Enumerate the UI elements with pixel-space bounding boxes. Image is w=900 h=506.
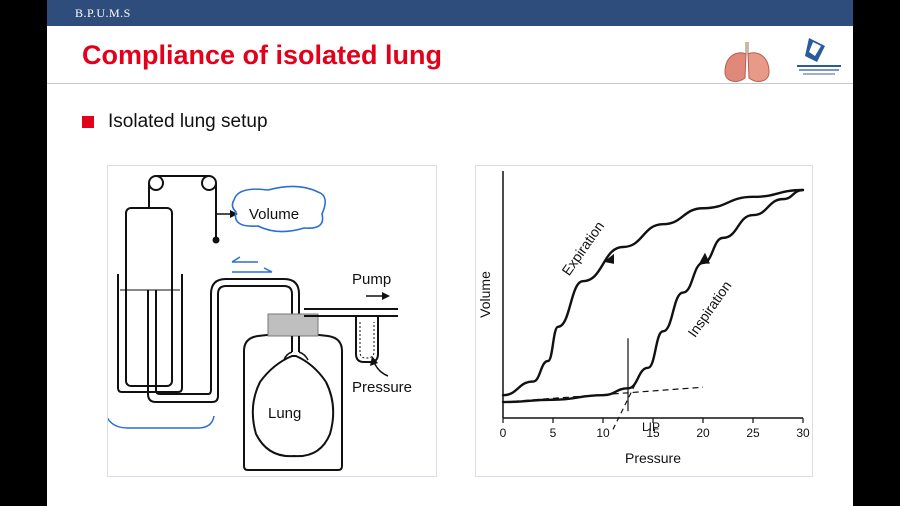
x-tick-label: 0	[500, 426, 507, 440]
x-tick-label: 25	[746, 426, 760, 440]
x-tick-label: 30	[796, 426, 810, 440]
brand-text: B.P.U.M.S	[75, 6, 131, 20]
x-axis-label: Pressure	[625, 450, 681, 466]
x-tick-label: 15	[646, 426, 660, 440]
bullet-square-icon	[82, 116, 94, 128]
logo-area	[717, 32, 847, 86]
ink-circle-volume	[231, 185, 326, 233]
chart-curves	[501, 188, 805, 430]
ink-bracket	[103, 405, 215, 429]
right-pulley-icon	[201, 175, 217, 191]
stopper	[267, 313, 319, 337]
ink-arrow-left	[231, 256, 258, 263]
x-tick-label: 5	[550, 426, 557, 440]
lung-label: Lung	[268, 405, 301, 422]
isolated-lung-setup-diagram: Volume Pump Pressure Lung	[103, 175, 412, 471]
pointer-weight-icon	[212, 236, 220, 244]
title-divider	[47, 83, 853, 84]
left-pulley-icon	[148, 175, 164, 191]
lung-shape	[251, 355, 335, 458]
slide-header-bar: B.P.U.M.S	[47, 0, 853, 26]
university-logo-icon	[797, 38, 841, 75]
slide-title: Compliance of isolated lung	[82, 40, 443, 70]
inspiration-curve	[501, 188, 805, 404]
expiration-arrow-icon	[604, 253, 614, 264]
bell-jar	[243, 317, 343, 471]
y-axis-label: Volume	[477, 271, 493, 318]
ink-arrow-right	[232, 267, 273, 273]
bullet-text: Isolated lung setup	[108, 111, 268, 132]
inspiration-arrow-icon	[699, 252, 710, 264]
x-tick-label: 20	[696, 426, 710, 440]
expiration-curve	[501, 188, 805, 397]
slide: B.P.U.M.S Compliance of isolated lung	[47, 0, 853, 506]
chart-ticks: 0 5 10 15 20 25 30	[500, 418, 810, 440]
pressure-label: Pressure	[352, 379, 412, 396]
pump-label: Pump	[352, 271, 391, 288]
x-tick-label: 10	[596, 426, 610, 440]
inspiration-label: Inspiration	[684, 278, 734, 340]
apparatus-diagram-panel: Volume Pump Pressure Lung	[103, 165, 437, 477]
bullet-item: Isolated lung setup	[82, 111, 268, 133]
lip-label: LIP	[642, 420, 660, 434]
manometer	[355, 316, 379, 363]
lungs-icon	[724, 38, 841, 82]
chart-axes	[502, 171, 803, 419]
volume-label: Volume	[249, 206, 299, 223]
lip-dashed-tangent	[612, 372, 642, 430]
